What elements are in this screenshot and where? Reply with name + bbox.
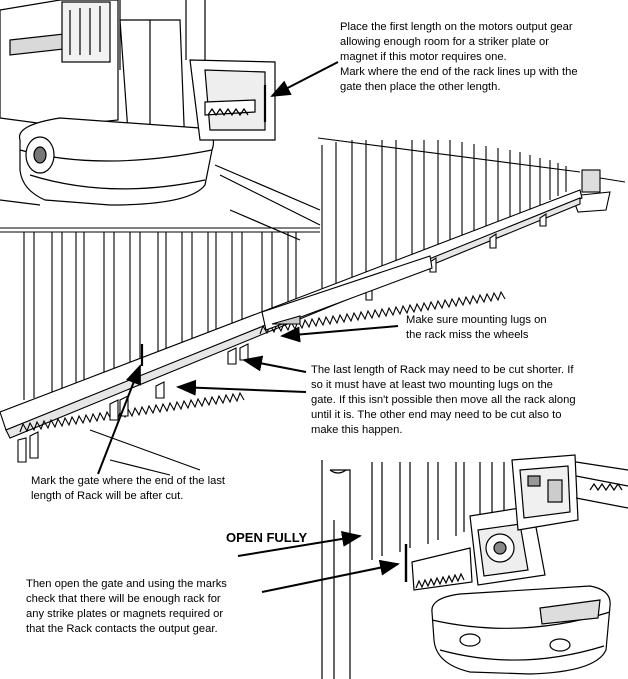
gate-pickets <box>0 227 320 400</box>
note-last-length: The last length of Rack may need to be c… <box>311 363 576 438</box>
note-line: gate then place the other length. <box>340 81 501 93</box>
arrow-last-length-lugs <box>176 379 307 396</box>
note-line: Make sure mounting lugs on <box>406 314 547 326</box>
note-mark-gate: Mark the gate where the end of the last … <box>31 474 225 504</box>
motor-open-view <box>321 454 628 679</box>
note-line: Mark the gate where the end of the last <box>31 475 226 487</box>
note-line: magnet if this motor requires one. <box>340 51 507 63</box>
note-mounting-lugs: Make sure mounting lugs on the rack miss… <box>406 313 547 343</box>
note-place-first-length: Place the first length on the motors out… <box>340 20 578 95</box>
arrow-lugs-to-wheels <box>280 325 399 343</box>
note-open-gate: Then open the gate and using the marks c… <box>26 577 227 637</box>
motor-top-view <box>0 0 321 241</box>
arrow-open-fully <box>237 531 362 557</box>
far-gate-pickets <box>317 137 581 300</box>
note-line: The last length of Rack may need to be c… <box>311 364 574 376</box>
note-line: gate. If this isn't possible then move a… <box>311 394 576 406</box>
note-line: so it must have at least two mounting lu… <box>311 379 553 391</box>
arrow-last-length <box>242 355 307 373</box>
arrow-check-mark <box>261 559 400 593</box>
open-fully-label: OPEN FULLY <box>226 530 308 545</box>
note-line: Mark where the end of the rack lines up … <box>340 66 578 78</box>
note-line: length of Rack will be after cut. <box>31 490 184 502</box>
note-line: any strike plates or magnets required or <box>26 608 224 620</box>
note-line: the rack miss the wheels <box>406 329 529 341</box>
note-line: make this happen. <box>311 424 403 436</box>
arrow-mark-gate <box>97 364 141 475</box>
arrow-top-to-rack <box>270 61 339 97</box>
callout-arrows <box>97 61 400 593</box>
note-line: until it is. The other end may need to b… <box>311 409 562 421</box>
note-line: check that there will be enough rack for <box>26 593 221 605</box>
note-line: Place the first length on the motors out… <box>340 21 573 33</box>
long-rack <box>0 189 583 463</box>
gate-panel <box>0 137 626 476</box>
note-line: Then open the gate and using the marks <box>26 578 227 590</box>
note-line: that the Rack contacts the output gear. <box>26 623 218 635</box>
note-line: allowing enough room for a striker plate… <box>340 36 549 48</box>
